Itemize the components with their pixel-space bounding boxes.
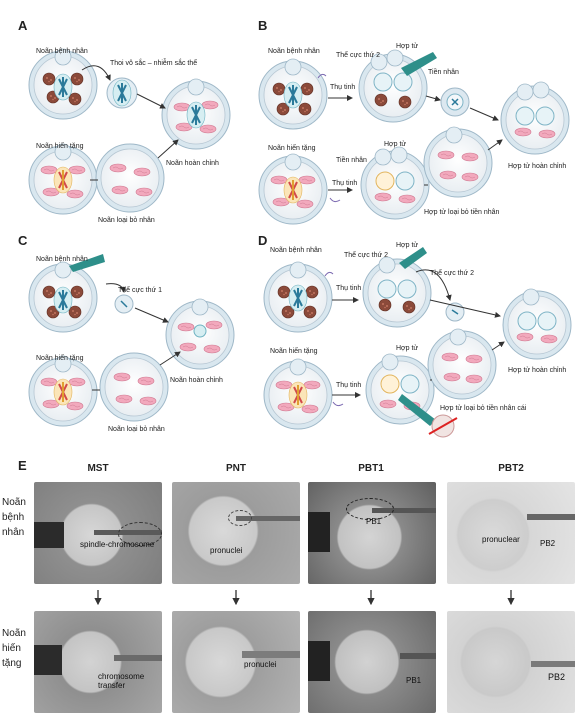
label-enucleated-oocyte-c: Noãn loại bỏ nhân [108,426,165,433]
holding-pipette [34,645,62,675]
photo-pnt-patient [172,482,300,584]
label-patient-oocyte-a: Noãn bệnh nhân [36,48,88,55]
holding-pipette [308,641,330,681]
pb1-highlight [346,498,394,520]
label-enucleated-zygote-b: Hợp tử loại bỏ tiền nhân [424,209,500,216]
panel-letter-c: C [18,233,28,248]
photo-pbt2-patient [447,482,575,584]
label-complete-oocyte-a: Noãn hoàn chỉnh [166,160,219,167]
panel-a-drawing [28,48,231,215]
panel-e-arrows [94,590,515,606]
micropipette [400,653,436,659]
label-donor-oocyte-a: Noãn hiến tặng [36,143,84,150]
photo-label-mst-top: spindle-chromosome [80,540,155,549]
micropipette [527,514,575,520]
label-fertilization-bottom-b: Thụ tinh [332,180,358,187]
photo-label-pbt2-bottom: PB2 [548,672,566,682]
photo-pnt-donor [172,611,300,713]
panel-letter-a: A [18,18,28,33]
label-fertilization-top-b: Thụ tinh [330,84,356,91]
patient-oocyte-a [28,48,98,120]
row-header-donor: Noãn hiến tặng [2,628,26,669]
micropipette [236,516,300,521]
label-patient-oocyte-b: Noãn bệnh nhân [268,48,320,55]
label-complete-zygote-b: Hợp tử hoàn chỉnh [508,163,567,170]
label-zygote-bottom-d: Hợp tử [396,345,419,352]
photo-label-mst-bottom: chromosome transfer [98,672,145,690]
label-zygote-top-b: Hợp tử [396,43,419,50]
photo-label-pbt2-top-a: pronuclear [482,535,520,544]
micropipette [114,655,162,661]
photo-pbt1-patient [308,482,436,584]
label-fertilization-bottom-d: Thụ tinh [336,382,362,389]
photo-label-pnt-bottom: pronuclei [244,660,277,669]
label-donor-oocyte-c: Noãn hiến tặng [36,355,84,362]
label-second-polar-body-d-a: Thể cực thứ 2 [344,252,388,259]
label-zygote-top-d: Hợp tử [396,242,419,249]
row-header-patient: Noãn bệnh nhân [2,497,26,538]
spindle-highlight [118,522,162,546]
micropipette [531,661,575,667]
label-patient-oocyte-d: Noãn bệnh nhân [270,247,322,254]
panel-c-drawing [28,254,235,427]
label-complete-oocyte-c: Noãn hoàn chỉnh [170,377,223,384]
label-fertilization-top-d: Thụ tinh [336,285,362,292]
panel-b-drawing [258,49,570,225]
label-donor-oocyte-b: Noãn hiến tặng [268,145,316,152]
panel-letter-b: B [258,18,268,33]
label-pronucleus-top-b: Tiền nhân [428,69,459,76]
label-spindle-a: Thoi vô sắc – nhiễm sắc thể [110,60,198,67]
label-donor-oocyte-d: Noãn hiến tặng [270,348,318,355]
pronuclei-highlight [228,510,252,526]
donor-oocyte-a [28,143,98,215]
column-header-pbt1: PBT1 [358,463,384,474]
complete-oocyte-a [161,78,231,150]
label-enucleated-oocyte-a: Noãn loại bỏ nhân [98,217,155,224]
holding-pipette [34,522,64,548]
column-header-pnt: PNT [226,463,246,474]
panel-letter-d: D [258,233,268,248]
photo-label-pnt-top: pronuclei [210,546,243,555]
label-pronucleus-bottom-b: Tiền nhân [336,157,367,164]
label-enucleated-female-pn-d: Hợp tử loại bỏ tiền nhân cái [440,405,527,412]
label-patient-oocyte-c: Noãn bệnh nhân [36,256,88,263]
enucleated-oocyte-a [95,143,165,213]
label-complete-zygote-d: Hợp tử hoàn chỉnh [508,367,567,374]
photo-pbt1-donor [308,611,436,713]
column-header-pbt2: PBT2 [498,463,524,474]
label-zygote-bottom-b: Hợp tử [384,141,407,148]
extracted-spindle-a [106,77,138,109]
photo-label-pbt1-bottom: PB1 [406,676,422,685]
panel-d-drawing [263,247,572,438]
micropipette [242,651,300,658]
photo-mst-patient [34,482,162,584]
photo-mst-donor [34,611,162,713]
label-second-polar-body-d-b: Thể cực thứ 2 [430,270,474,277]
micropipette [372,508,436,513]
photo-label-pbt2-top-b: PB2 [540,539,556,548]
panel-letter-e: E [18,458,27,473]
label-second-polar-body-b: Thể cực thứ 2 [336,52,380,59]
photo-label-pbt1-top: PB1 [366,517,382,526]
photo-pbt2-donor [447,611,575,713]
column-header-mst: MST [87,463,109,474]
label-first-polar-body-c: Thể cực thứ 1 [118,287,162,294]
holding-pipette [308,512,330,552]
